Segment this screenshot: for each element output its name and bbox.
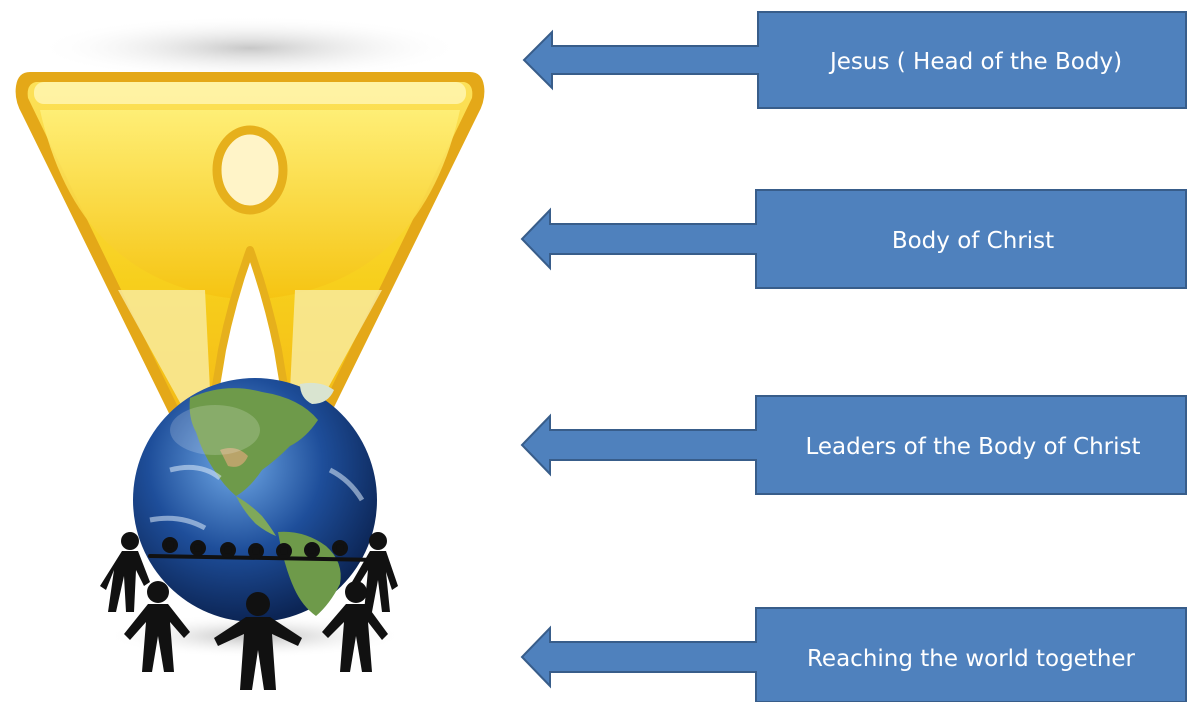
callout-arrow-reaching: Reaching the world together [520, 607, 1187, 702]
person-figure-front-right [322, 581, 388, 672]
globe-highlight [170, 405, 260, 455]
person-figure-left [100, 532, 150, 612]
emblem-gloss [34, 82, 466, 104]
person-figure-front-center [214, 592, 302, 690]
globe-land-central-america [236, 496, 276, 536]
callout-label-head: Jesus ( Head of the Body) [828, 49, 1122, 75]
callout-label-body: Body of Christ [892, 228, 1054, 254]
callout-label-leaders: Leaders of the Body of Christ [805, 434, 1140, 460]
arrow-shape [522, 11, 1187, 109]
person-figure-right [352, 532, 398, 612]
people-back-row [148, 537, 382, 562]
globe-land-desert [220, 448, 248, 467]
callout-arrow-leaders: Leaders of the Body of Christ [520, 395, 1187, 495]
people-holding-hands-circle-icon [100, 532, 398, 690]
globe-clouds [149, 464, 365, 531]
globe-land-greenland [300, 382, 334, 404]
globe-land-south-america [278, 531, 341, 616]
emblem-shadow [35, 16, 465, 80]
globe-land-north-america [189, 388, 318, 496]
callout-arrow-body: Body of Christ [520, 189, 1187, 289]
arrow-shape [520, 607, 1187, 702]
arrow-shape [520, 395, 1187, 495]
person-figure-front-left [124, 581, 190, 672]
emblem-lower-left-panel [118, 290, 212, 431]
callout-label-reaching: Reaching the world together [807, 646, 1136, 672]
arrow-shape [520, 189, 1187, 289]
callout-arrow-head: Jesus ( Head of the Body) [522, 11, 1187, 109]
emblem-person-head [212, 125, 288, 215]
